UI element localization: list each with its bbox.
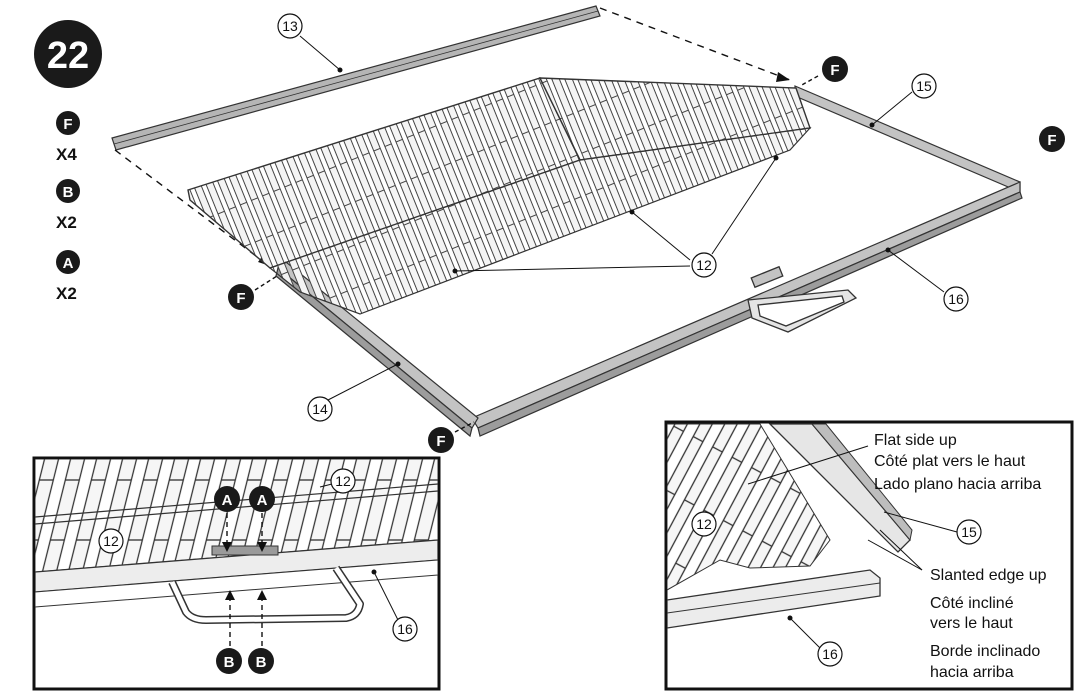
fastener-b-right-letter: B bbox=[256, 654, 267, 671]
note-slant-fr-2: vers le haut bbox=[930, 615, 1013, 632]
inset-left-callout-12a: 12 bbox=[335, 473, 351, 489]
part-a-qty: X2 bbox=[56, 284, 77, 303]
part-f-qty: X4 bbox=[56, 145, 77, 164]
assembly-guides bbox=[114, 7, 791, 266]
svg-text:F: F bbox=[1047, 132, 1056, 149]
callout-15: 15 bbox=[869, 73, 937, 128]
rear-rail-13 bbox=[111, 5, 601, 151]
part-f-letter: F bbox=[63, 116, 72, 133]
grate-12-front bbox=[268, 127, 812, 315]
fastener-f-right: F bbox=[1039, 126, 1065, 152]
part-b-entry: B X2 bbox=[56, 179, 80, 232]
part-f-entry: F X4 bbox=[56, 111, 80, 164]
part-a-entry: A X2 bbox=[56, 250, 80, 303]
inset-handle-detail: A A B B 12 12 16 bbox=[32, 456, 441, 691]
part-b-qty: X2 bbox=[56, 213, 77, 232]
fastener-f-bottom: F bbox=[428, 421, 475, 453]
step-badge: 22 bbox=[34, 20, 102, 88]
callout-15-label: 15 bbox=[916, 78, 932, 94]
inset-left-callout-12b: 12 bbox=[103, 533, 119, 549]
callout-16-label: 16 bbox=[948, 291, 964, 307]
note-slant-en: Slanted edge up bbox=[930, 567, 1047, 584]
inset-orientation-detail: Flat side up Côté plat vers le haut Lado… bbox=[664, 420, 1074, 691]
inset-left-callout-16: 16 bbox=[397, 621, 413, 637]
svg-text:F: F bbox=[436, 433, 445, 450]
note-flat-en: Flat side up bbox=[874, 432, 957, 449]
fastener-a-right-letter: A bbox=[257, 492, 268, 509]
note-flat-es: Lado plano hacia arriba bbox=[874, 476, 1041, 493]
inset-right-callout-15: 15 bbox=[961, 524, 977, 540]
inset-right-callout-12: 12 bbox=[696, 516, 712, 532]
note-slant-es-1: Borde inclinado bbox=[930, 643, 1040, 660]
part-b-letter: B bbox=[63, 184, 74, 201]
callout-16: 16 bbox=[885, 247, 969, 312]
note-flat-fr: Côté plat vers le haut bbox=[874, 453, 1026, 470]
inset-right-callout-16: 16 bbox=[822, 646, 838, 662]
frame bbox=[275, 85, 1023, 438]
callout-14-label: 14 bbox=[312, 401, 328, 417]
callout-12-label: 12 bbox=[696, 257, 712, 273]
fastener-b-left-letter: B bbox=[224, 654, 235, 671]
svg-text:F: F bbox=[830, 62, 839, 79]
callout-14: 14 bbox=[307, 361, 401, 422]
parts-legend: F X4 B X2 A X2 bbox=[56, 111, 80, 303]
step-number: 22 bbox=[47, 35, 89, 77]
part-a-letter: A bbox=[63, 255, 74, 272]
callout-13-label: 13 bbox=[282, 18, 298, 34]
fastener-f-top: F bbox=[799, 56, 848, 87]
fastener-f-left: F bbox=[228, 275, 278, 310]
fastener-a-left-letter: A bbox=[222, 492, 233, 509]
callout-13: 13 bbox=[277, 13, 343, 73]
note-slant-es-2: hacia arriba bbox=[930, 664, 1014, 681]
note-slant-fr-1: Côté incliné bbox=[930, 595, 1014, 612]
callout-12 bbox=[454, 157, 777, 272]
svg-text:F: F bbox=[236, 290, 245, 307]
rail-handle bbox=[747, 265, 858, 333]
